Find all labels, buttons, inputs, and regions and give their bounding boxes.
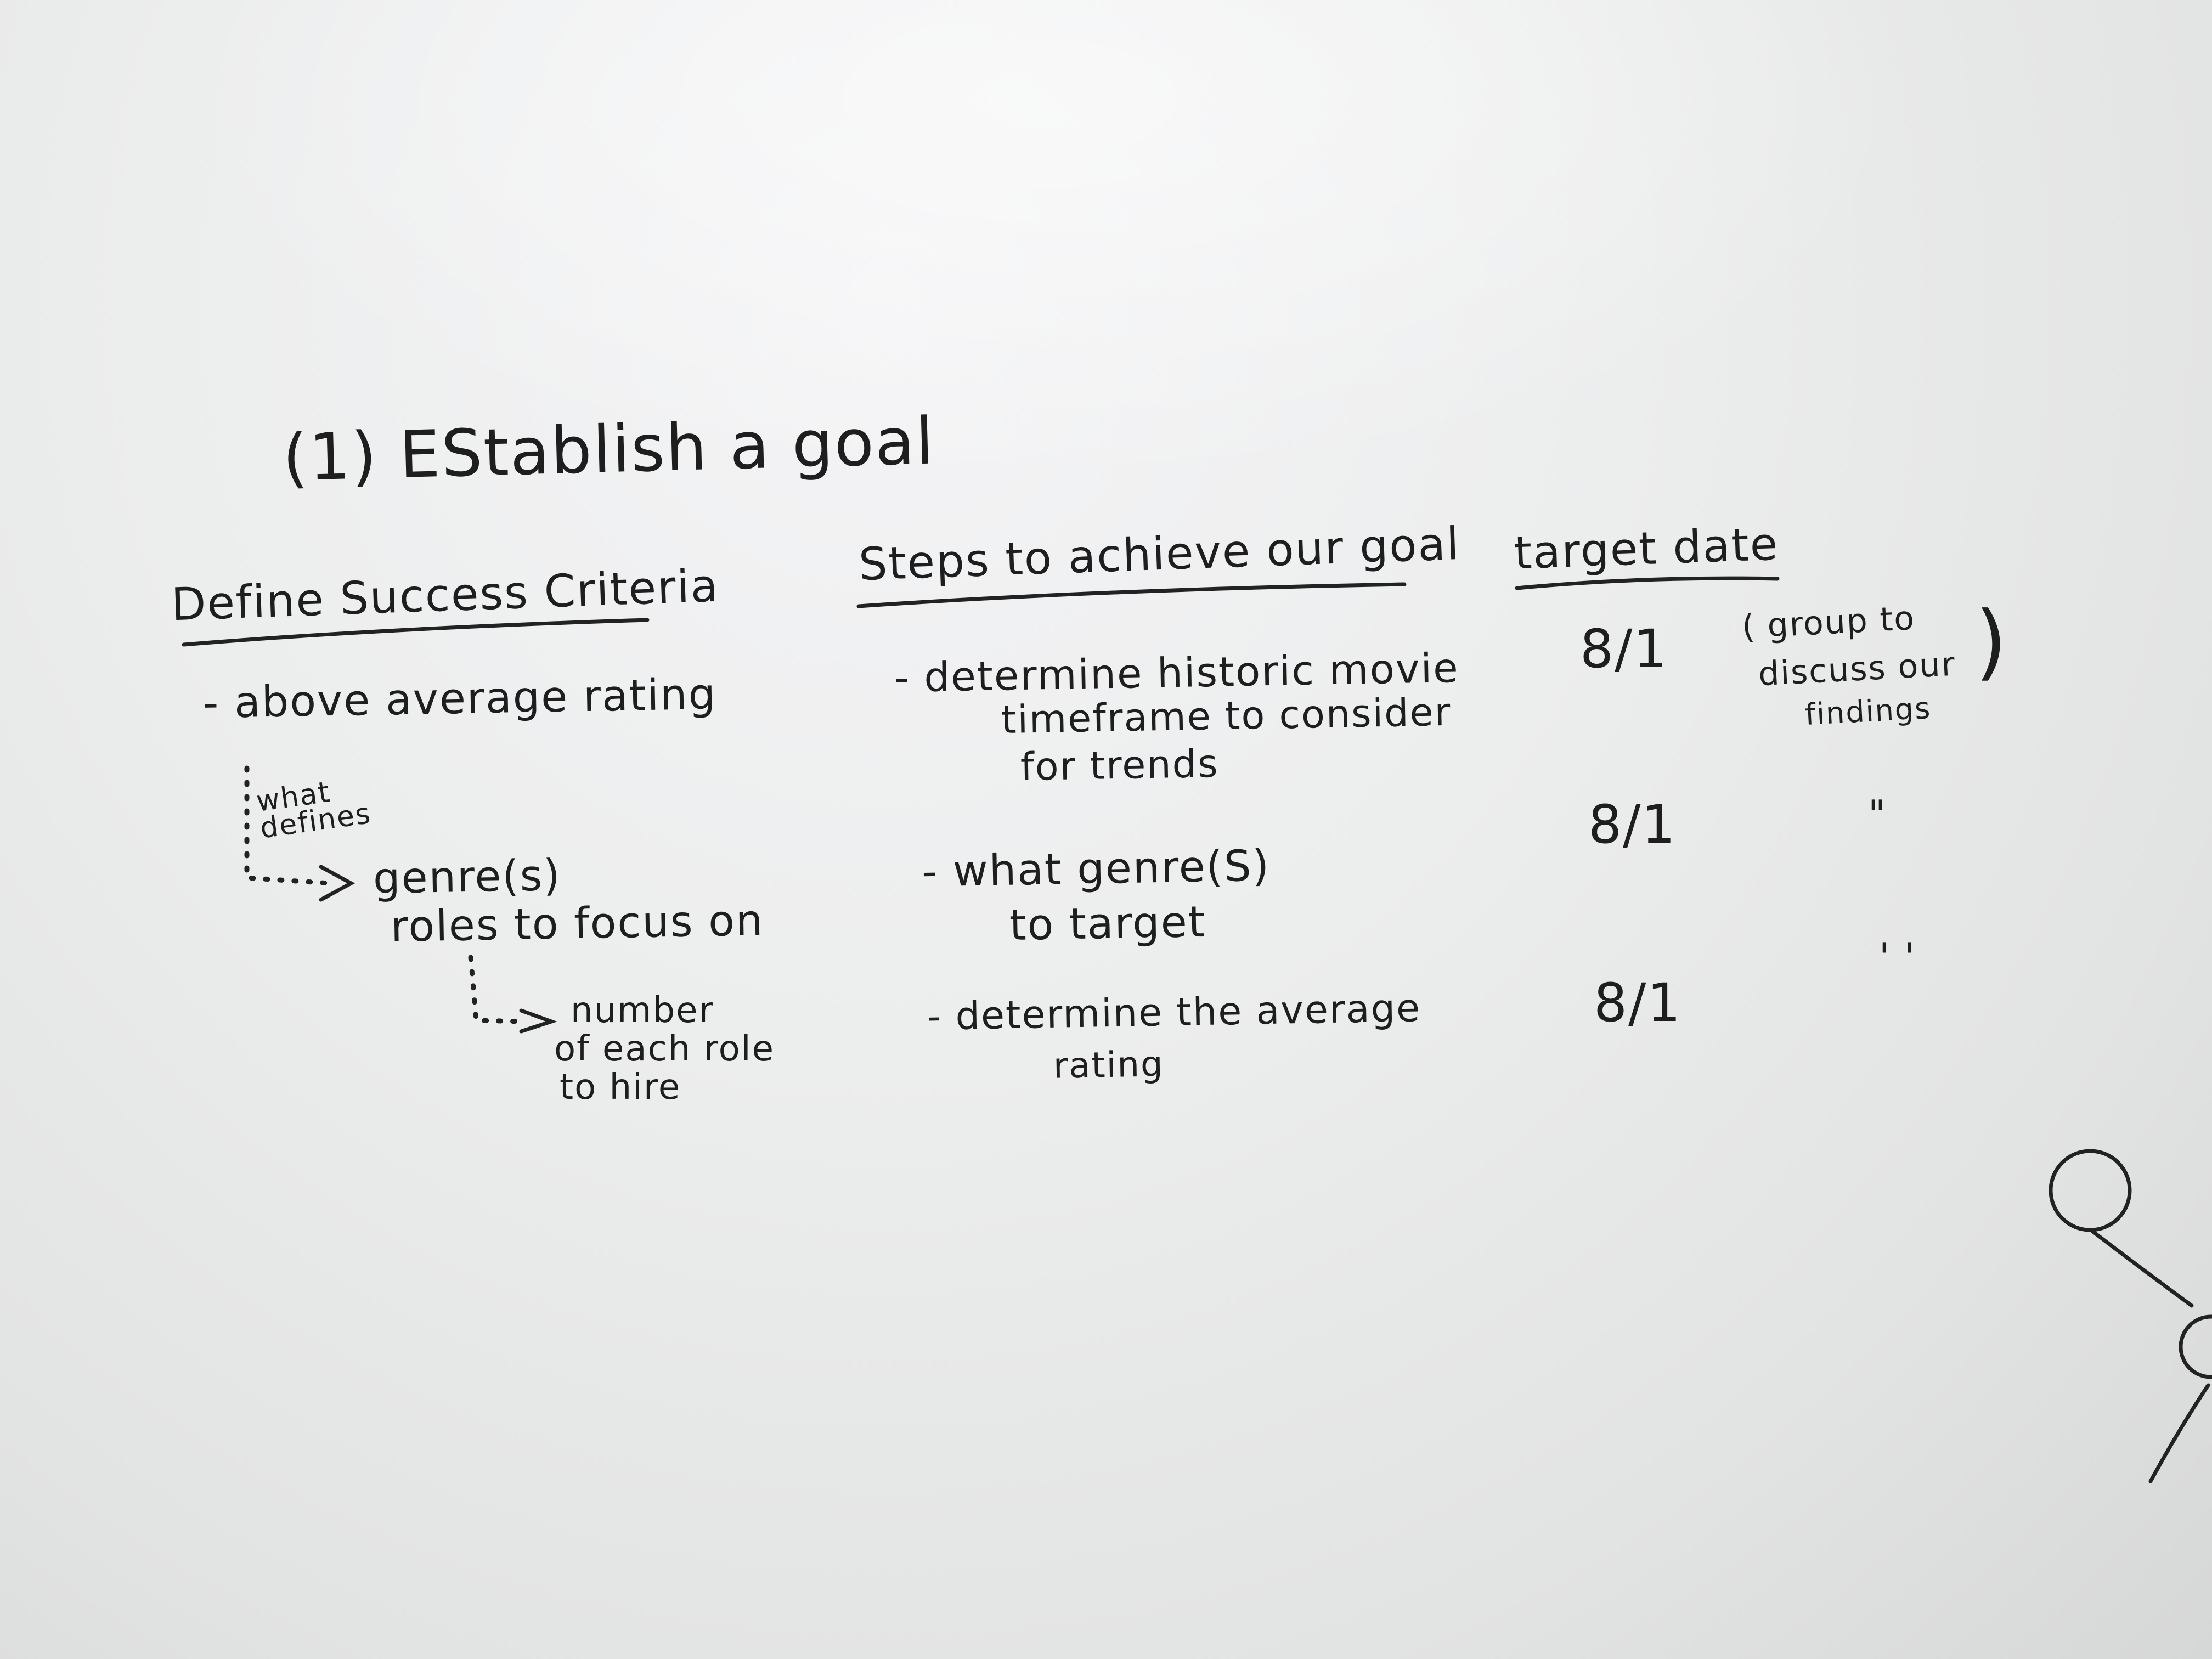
steps-header-underline xyxy=(856,582,1407,608)
arrowhead-2 xyxy=(519,1008,557,1034)
date-value-3: 8/1 xyxy=(1594,972,1682,1034)
criteria-branch2-line3: to hire xyxy=(560,1067,681,1108)
stick-figure-second-head xyxy=(2179,1314,2212,1379)
date-note-paren: ) xyxy=(1975,594,2008,690)
stick-figure-neck xyxy=(2091,1229,2194,1308)
criteria-header-underline xyxy=(182,618,650,647)
ditto-mark-1: " xyxy=(1868,792,1887,837)
criteria-branch2-line2: of each role xyxy=(554,1029,775,1069)
dotted-connector-1 xyxy=(244,765,332,886)
stick-figure-leg xyxy=(2148,1383,2210,1483)
ditto-mark-2: ' ' xyxy=(1879,935,1916,980)
dates-header-underline xyxy=(1515,576,1780,590)
criteria-branch2-line1: number xyxy=(571,990,714,1031)
stick-figure-head xyxy=(2049,1149,2132,1232)
date-value-1: 8/1 xyxy=(1580,618,1668,680)
dotted-connector-2 xyxy=(468,955,529,1024)
arrowhead-1 xyxy=(319,865,356,902)
date-value-2: 8/1 xyxy=(1588,794,1677,855)
